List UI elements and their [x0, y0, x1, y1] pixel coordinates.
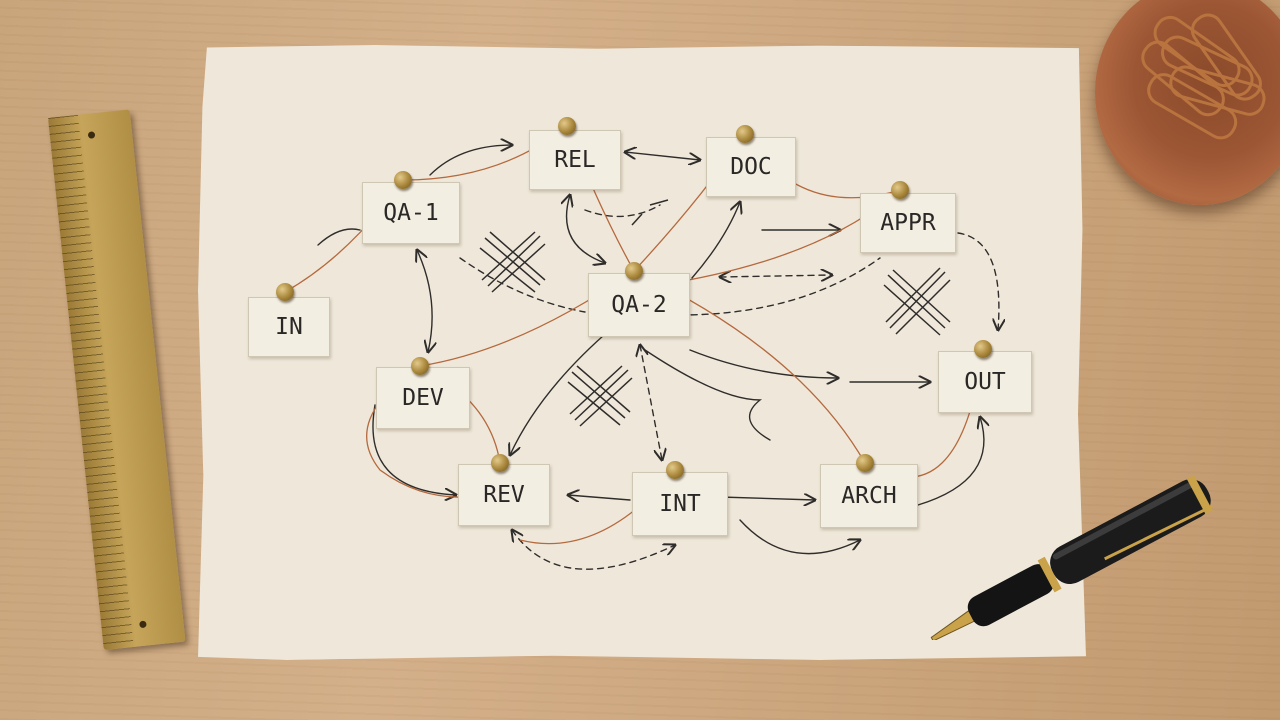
edge-qa2-arch — [644, 349, 771, 441]
node-dev: DEV — [376, 367, 470, 429]
node-out-label: OUT — [964, 369, 1006, 395]
edge-qa2-appr-lower — [679, 257, 881, 316]
edge-rev-int-bottom — [512, 530, 675, 570]
edge-qa2-appr — [720, 275, 832, 277]
crossed-out-mark-1 — [479, 231, 546, 293]
edge-qa2-rev — [510, 327, 613, 455]
node-dev-label: DEV — [402, 385, 444, 411]
edge-rel-doc-dashed — [584, 204, 661, 218]
node-rel-label: REL — [554, 147, 596, 173]
node-arch-label: ARCH — [841, 483, 897, 509]
paper-clips — [1141, 13, 1266, 140]
crossed-out-mark-3 — [567, 365, 633, 427]
pin-qa-1 — [394, 171, 412, 189]
edge-int-arch — [719, 497, 815, 500]
crossed-out-mark-2 — [883, 267, 951, 336]
node-rel: REL — [529, 130, 621, 190]
edge-doc-qa2 — [691, 202, 740, 279]
clip-bowl — [1095, 0, 1280, 205]
fountain-pen — [930, 475, 1214, 640]
node-doc-label: DOC — [730, 154, 772, 180]
edge-qa1-curl — [317, 228, 361, 246]
pin-qa-2 — [625, 262, 643, 280]
edge-qa2-int — [640, 345, 662, 460]
node-doc: DOC — [706, 137, 796, 197]
pin-arch — [856, 454, 874, 472]
edge-dev-rev — [372, 404, 456, 495]
node-appr-label: APPR — [880, 210, 936, 236]
edge-qa1-rel — [429, 145, 512, 176]
pin-int — [666, 461, 684, 479]
node-qa-1: QA-1 — [362, 182, 460, 244]
node-int-label: INT — [659, 491, 701, 517]
pin-dev — [411, 357, 429, 375]
node-int: INT — [632, 472, 728, 536]
edge-rel-qa2 — [567, 195, 605, 263]
node-in: IN — [248, 297, 330, 357]
node-out: OUT — [938, 351, 1032, 413]
pin-doc — [736, 125, 754, 143]
edge-qa1-qa2-dashed — [459, 257, 586, 313]
node-rev-label: REV — [483, 482, 525, 508]
edge-rel-doc — [625, 152, 700, 160]
node-in-label: IN — [275, 314, 303, 340]
edge-int-arch-bottom — [739, 519, 860, 555]
node-appr: APPR — [860, 193, 956, 253]
crossed-out-mark-4 — [631, 199, 669, 226]
edge-int-rev — [568, 495, 631, 500]
edge-arch-out — [917, 417, 984, 506]
node-arch: ARCH — [820, 464, 918, 528]
pin-appr — [891, 181, 909, 199]
pin-rev — [491, 454, 509, 472]
pin-rel — [558, 117, 576, 135]
edge-appr-out — [957, 232, 999, 330]
node-qa-2: QA-2 — [588, 273, 690, 337]
node-rev: REV — [458, 464, 550, 526]
pin-out — [974, 340, 992, 358]
edge-qa1-dev — [417, 250, 432, 352]
pin-in — [276, 283, 294, 301]
edge-qa2-out-upper — [689, 349, 838, 378]
node-qa-2-label: QA-2 — [611, 292, 667, 318]
node-qa-1-label: QA-1 — [383, 200, 439, 226]
